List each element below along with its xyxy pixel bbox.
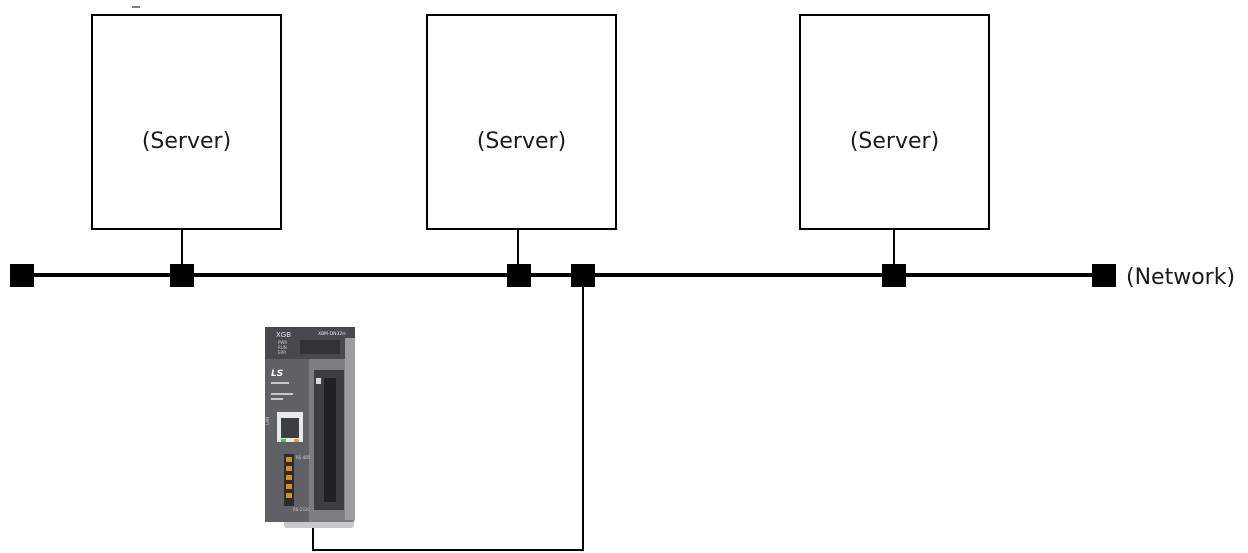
server-1: (Server) (91, 14, 282, 230)
bus-end-left (10, 264, 34, 287)
plc-io-connector-inner (324, 378, 336, 502)
server-label: (Server) (850, 129, 939, 154)
plc-terminal (286, 493, 292, 498)
plc-terminal (286, 466, 292, 471)
plc-led-run: RUN (278, 345, 287, 350)
server-3: (Server) (799, 14, 990, 230)
plc-led-err: ERR (278, 350, 286, 355)
plc-text-line (271, 382, 289, 384)
server-label: (Server) (142, 129, 231, 154)
plc-lan-port-inner (281, 418, 299, 438)
plc-side-rail (345, 338, 355, 520)
bus-end-right (1092, 264, 1116, 287)
bus-node-server-1 (170, 264, 194, 287)
plc-port-lan: LAN (265, 417, 270, 425)
server-box (799, 14, 990, 230)
server-2: (Server) (426, 14, 617, 230)
bus-node-server-3 (882, 264, 906, 287)
server-label: (Server) (477, 129, 566, 154)
plc-port-rs232c: RS-232C (293, 507, 310, 512)
plc-lan-led-green (281, 439, 286, 442)
plc-logo: LS (271, 369, 283, 379)
network-label: (Network) (1126, 265, 1235, 290)
bus-node-plc (571, 264, 595, 287)
server-box (426, 14, 617, 230)
bus-node-server-2 (507, 264, 531, 287)
plc-device: XGB XBM-DN32H PWR RUN ERR LS LAN RS-485 … (265, 327, 355, 528)
plc-lan-led-orange (294, 439, 299, 442)
plc-led-block (300, 340, 340, 354)
plc-port-rs485: RS-485 (296, 455, 311, 460)
plc-terminal (286, 457, 292, 462)
server-box (91, 14, 282, 230)
plc-link (312, 287, 584, 551)
plc-terminal (286, 475, 292, 480)
plc-model: XBM-DN32H (318, 331, 346, 337)
plc-text-line (271, 398, 283, 400)
plc-io-connector-label (316, 378, 321, 384)
plc-brand: XGB (276, 331, 291, 339)
plc-led-pwr: PWR (278, 340, 287, 345)
plc-text-line (271, 393, 293, 395)
plc-terminal (286, 484, 292, 489)
